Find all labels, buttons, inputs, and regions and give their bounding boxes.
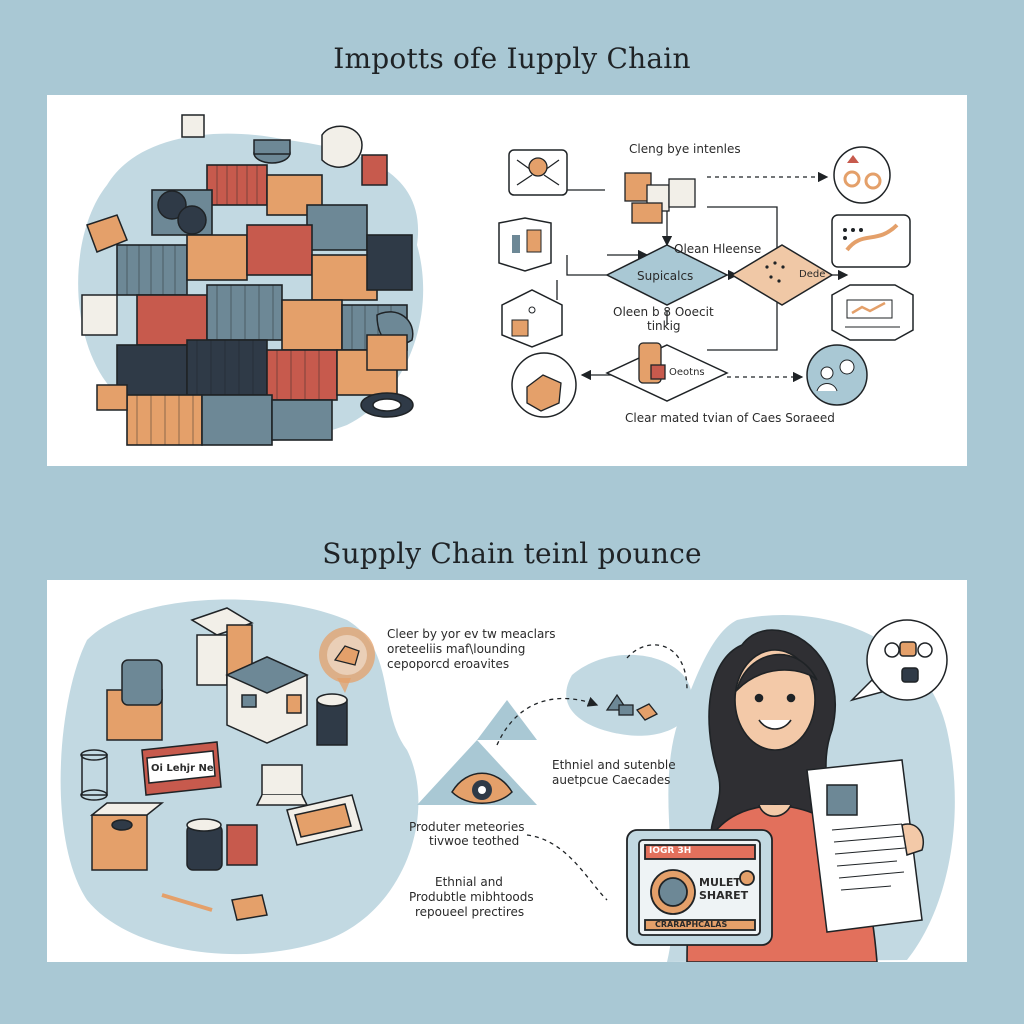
tablet-footer: CRARAPHCALAS	[655, 920, 728, 929]
producer-line-1: Produter meteories	[409, 820, 525, 834]
diamond-bottom	[605, 344, 729, 402]
dashboard-icon	[831, 214, 911, 268]
tablet-device	[626, 829, 773, 946]
hands-icon	[833, 146, 891, 204]
page-title-top: Impotts ofe Iupply Chain	[333, 42, 691, 75]
ethnical-line-1: Ethnial and	[435, 875, 503, 889]
worker-icon	[501, 289, 563, 348]
ethical-line-2: auetpcue Caecades	[552, 773, 671, 787]
producer-line-2: tivwoe teothed	[429, 834, 520, 848]
desc-line-1: Cleer by yor ev tw meaclars	[387, 627, 556, 641]
document-paper	[806, 759, 924, 933]
diamond-bottom-label: Oeotns	[669, 367, 705, 378]
desc-line-2: oreteeliis maf\lounding	[387, 642, 526, 656]
checklist-icon	[831, 284, 914, 341]
desc-line-3: cepoporcd eroavites	[387, 657, 510, 671]
supply-chain-panel-top: Cleng bye intenles Olean Hleense Supical…	[47, 95, 967, 466]
flow-diagram	[498, 146, 914, 418]
tablet-label: IOGR 3H	[649, 846, 692, 856]
package-icon	[511, 352, 577, 418]
page-title-bottom: Supply Chain teinl pounce	[322, 537, 702, 570]
person-idea-icon	[806, 344, 868, 406]
flow-label-mid-2: tinkig	[647, 319, 681, 333]
factory-icon	[498, 217, 552, 272]
flow-label-top: Cleng bye intenles	[629, 142, 741, 156]
barrels-icon	[638, 342, 666, 384]
chat-bubble-icon	[319, 627, 375, 693]
sign-tag-text: Oi Lehjr Ne	[151, 763, 214, 774]
diamond-dede	[730, 244, 834, 306]
supply-chain-panel-bottom: Cleer by yor ev tw meaclars oreteeliis m…	[47, 580, 967, 962]
diamond-right-label: Dede	[799, 269, 826, 280]
ethnical-line-3: repoueel prectires	[415, 905, 525, 919]
ethical-sourcing-illustration	[60, 599, 955, 962]
eye-triangle-icon	[417, 700, 537, 805]
flow-label-bottom: Clear mated tvian of Caes Soraeed	[625, 411, 835, 425]
flow-label-oleen: Olean Hleense	[674, 242, 762, 256]
envelope-pin-icon	[508, 149, 568, 196]
flow-label-mid-1: Oleen b 8 Ooecit	[613, 305, 714, 319]
ethical-line-1: Ethniel and sutenble	[552, 758, 676, 772]
tablet-title-2: SHARET	[699, 889, 749, 902]
ethnical-line-2: Produbtle mibhtoods	[409, 890, 534, 904]
idea-bubble-icon	[849, 619, 948, 702]
diamond-suppliers	[605, 244, 729, 306]
container-pile-illustration	[78, 114, 424, 446]
diamond-left-label: Supicalcs	[637, 269, 694, 283]
boxes-icon	[624, 172, 696, 224]
tablet-title-1: MULET	[699, 876, 741, 889]
